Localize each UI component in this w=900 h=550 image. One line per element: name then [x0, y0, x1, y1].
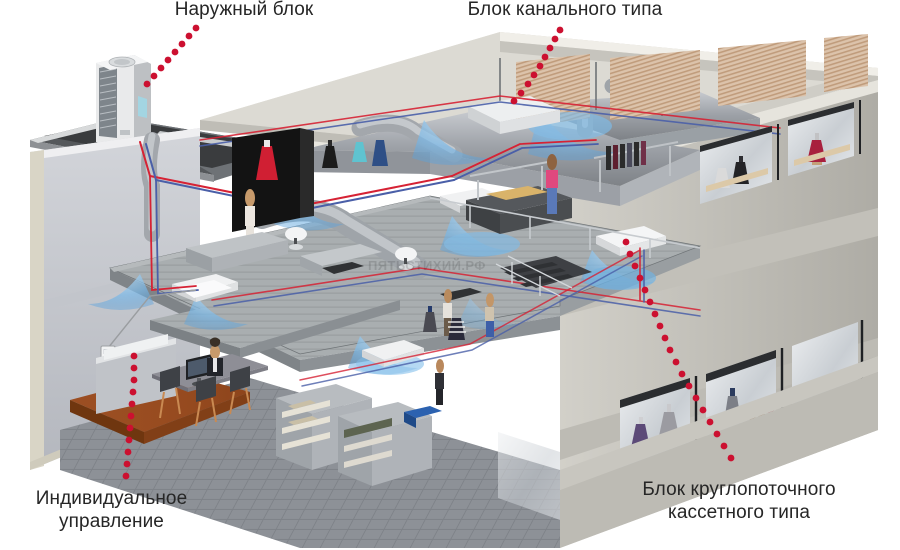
label-individual-control: Индивидуальное управление — [35, 488, 188, 532]
label-outdoor-unit: Наружный блок — [174, 0, 314, 20]
label-round-flow-cassette: Блок круглопоточного кассетного типа — [642, 479, 836, 523]
stairs — [423, 255, 592, 340]
upper-floor-scene — [186, 128, 701, 300]
label-ducted-unit: Блок канального типа — [467, 0, 663, 20]
leader-individual-control — [122, 352, 138, 480]
round-flow-cassette — [596, 226, 666, 248]
indoor-units — [172, 96, 666, 367]
retail-shelving — [276, 359, 444, 486]
office-scene — [96, 334, 268, 427]
watermark: ПЯТЬСТИХИЙ.РФ — [368, 258, 486, 273]
airflow-duct-right — [528, 110, 616, 161]
ducted-unit — [468, 96, 560, 122]
leader-lines — [122, 24, 735, 480]
leader-ducted-unit — [510, 26, 564, 105]
left-storefront — [498, 432, 560, 520]
facade-lower-band — [560, 356, 878, 548]
leader-outdoor-unit — [143, 24, 200, 88]
leader-cassette-unit — [622, 238, 735, 462]
outdoor-unit — [96, 55, 151, 152]
